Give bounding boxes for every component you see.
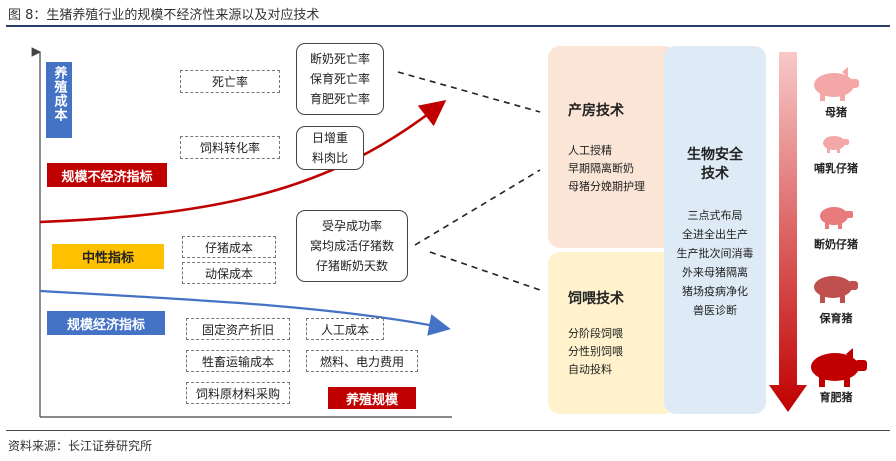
energy-cost-box: 燃料、电力费用: [306, 350, 418, 372]
vaccine-cost-box: 动保成本: [182, 262, 276, 284]
feeding-list: 分阶段饲喂 分性别饲喂 自动投料: [568, 325, 623, 379]
detail-weaning-days: 仔猪断奶天数: [315, 259, 388, 273]
detail-finishing-mortality: 育肥死亡率: [309, 92, 370, 106]
diseconomy-curve: [39, 100, 447, 224]
growth-arrow: [769, 52, 807, 412]
piglet-details-box: 受孕成功率 窝均成活仔猪数 仔猪断奶天数: [296, 210, 408, 282]
connector-feed: [429, 251, 541, 291]
feed-purchase-box: 饲料原材料采购: [186, 382, 290, 404]
source-note: 资料来源：长江证券研究所: [8, 439, 153, 453]
farrowing-item: 母猪分娩期护理: [568, 180, 645, 193]
biosecurity-item: 外来母猪隔离: [682, 266, 748, 279]
feed-conversion-box: 饲料转化率: [180, 136, 280, 159]
feed-details-box: 日增重 料肉比: [296, 126, 364, 170]
connector-lower: [414, 169, 541, 246]
mortality-box: 死亡率: [180, 70, 280, 93]
connector-upper: [397, 71, 541, 113]
labor-cost-box: 人工成本: [306, 318, 384, 340]
economy-curve: [39, 289, 451, 336]
y-axis-label: 养殖成本: [46, 62, 72, 138]
biosecurity-item: 猪场疫病净化: [682, 285, 748, 298]
title-rule: [6, 25, 890, 27]
indicator-economy: 规模经济指标: [47, 311, 165, 335]
biosecurity-title: 生物安全 技术: [664, 146, 766, 184]
nursery-pig-label: 保育猪: [819, 312, 853, 325]
farrowing-item: 早期隔离断奶: [568, 162, 634, 175]
suckling-piglet-icon: [823, 136, 849, 153]
detail-nursery-mortality: 保育死亡率: [309, 72, 370, 86]
weaned-piglet-label: 断奶仔猪: [814, 238, 858, 251]
sow-label: 母猪: [825, 106, 847, 119]
detail-feed-meat-ratio: 料肉比: [311, 151, 348, 165]
biosecurity-item: 全进全出生产: [682, 228, 748, 241]
x-axis-label: 养殖规模: [328, 387, 416, 409]
feeding-item: 自动投料: [568, 363, 612, 376]
detail-conception-rate: 受孕成功率: [321, 219, 382, 233]
feeding-panel: [548, 252, 676, 414]
biosecurity-item: 生产批次间消毒: [676, 247, 754, 260]
detail-weaning-mortality: 断奶死亡率: [309, 52, 370, 66]
detail-daily-gain: 日增重: [311, 131, 348, 145]
biosecurity-title-line1: 生物安全: [687, 147, 743, 163]
feeding-item: 分阶段饲喂: [568, 327, 623, 340]
indicator-neutral: 中性指标: [52, 244, 164, 269]
biosecurity-title-line2: 技术: [701, 166, 729, 182]
farrowing-item: 人工授精: [568, 144, 612, 157]
mortality-details-box: 断奶死亡率 保育死亡率 育肥死亡率: [296, 43, 384, 115]
biosecurity-item: 三点式布局: [687, 209, 743, 222]
transport-cost-box: 牲畜运输成本: [186, 350, 290, 372]
farrowing-title: 产房技术: [568, 103, 624, 119]
finishing-pig-icon: [811, 348, 867, 387]
farrowing-panel: [548, 46, 676, 248]
figure-title: 图 8：生猪养殖行业的规模不经济性来源以及对应技术: [8, 8, 320, 23]
nursery-pig-icon: [814, 276, 858, 303]
feeding-item: 分性别饲喂: [568, 345, 623, 358]
finishing-pig-label: 育肥猪: [819, 391, 853, 404]
weaned-piglet-icon: [820, 207, 853, 229]
feeding-title: 饲喂技术: [568, 291, 624, 307]
depreciation-box: 固定资产折旧: [186, 318, 290, 340]
y-axis-label-text: 养殖成本: [51, 66, 67, 122]
biosecurity-item: 兽医诊断: [693, 304, 737, 317]
indicator-diseconomy: 规模不经济指标: [47, 163, 167, 187]
sow-pig-icon: [814, 67, 859, 101]
biosecurity-panel: [664, 46, 766, 414]
detail-litter-survival: 窝均成活仔猪数: [309, 239, 394, 253]
piglet-cost-box: 仔猪成本: [182, 236, 276, 258]
biosecurity-list: 三点式布局 全进全出生产 生产批次间消毒 外来母猪隔离 猪场疫病净化 兽医诊断: [664, 206, 766, 320]
farrowing-list: 人工授精 早期隔离断奶 母猪分娩期护理: [568, 142, 645, 196]
footer-rule: [6, 430, 890, 431]
suckling-piglet-label: 哺乳仔猪: [814, 162, 858, 175]
